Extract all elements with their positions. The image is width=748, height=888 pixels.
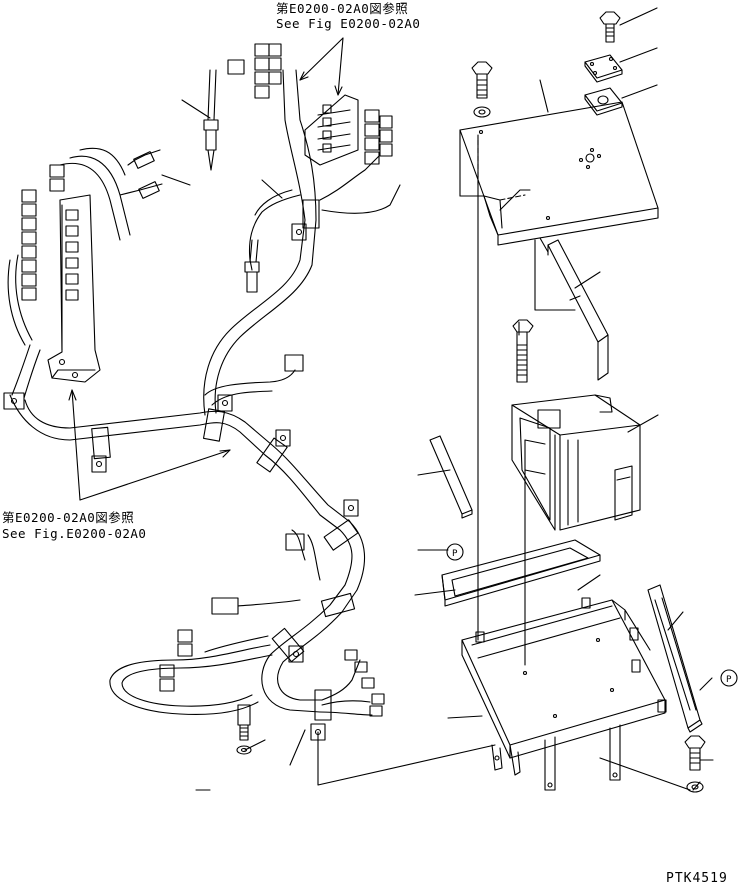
gasket-strip — [547, 239, 609, 381]
center-bolt — [512, 319, 534, 383]
relay-stack-left — [21, 164, 79, 301]
circle-mark-p-right: P — [726, 675, 732, 685]
relay-bracket — [47, 194, 101, 383]
controller-unit — [511, 394, 641, 531]
terminal-block — [304, 94, 359, 166]
reference-note-left-jp: 第E0200-02A0図参照 — [2, 510, 135, 525]
bolt-washer-lower-left — [236, 704, 252, 755]
top-plate — [459, 101, 659, 253]
relay-stack-right — [364, 109, 393, 165]
wiring-harness — [3, 69, 401, 741]
side-gasket — [647, 584, 703, 733]
reference-note-top-en: See Fig E0200-02A0 — [276, 16, 421, 31]
relay-stack-top-center — [227, 43, 282, 99]
bolt-washer-lower-right — [684, 735, 706, 793]
reference-note-left-en: See Fig.E0200-02A0 — [2, 526, 147, 541]
cover-plates — [584, 11, 623, 116]
circle-mark-p-left: P — [452, 549, 458, 559]
mounting-tray — [461, 597, 667, 791]
drawing-code: PTK4519 — [666, 871, 728, 886]
reference-note-top-jp: 第E0200-02A0図参照 — [276, 1, 409, 16]
circle-marks: P P — [446, 543, 738, 687]
cushion-pad — [441, 539, 601, 607]
leader-lines — [68, 7, 714, 791]
bolt-washer-top — [471, 61, 493, 118]
sensors — [119, 69, 385, 717]
spacer-strip-left — [429, 435, 473, 519]
